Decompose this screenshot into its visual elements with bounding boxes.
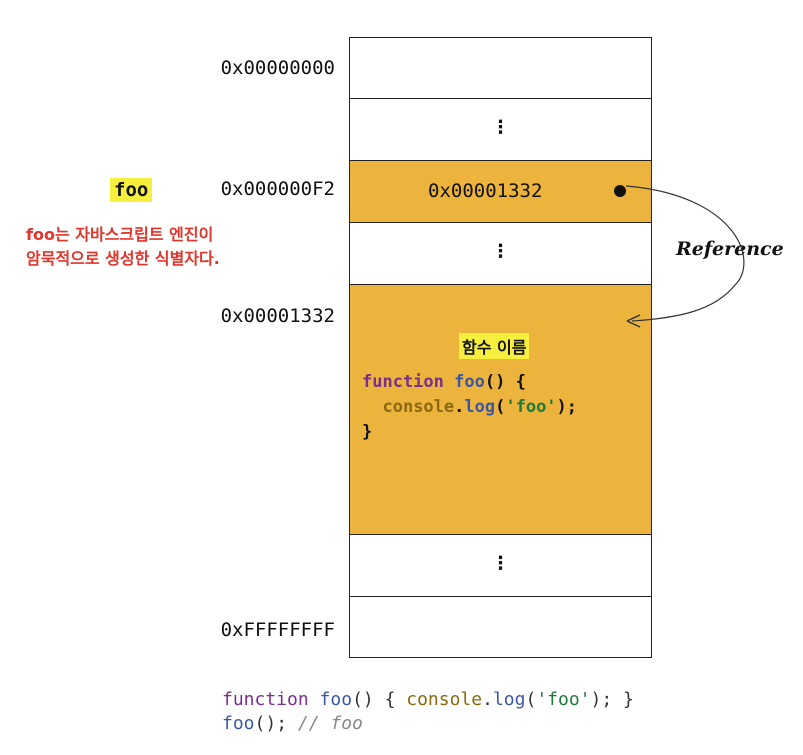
memory-cell-end <box>349 596 652 658</box>
memory-cell-function <box>349 284 652 534</box>
code-function-name: foo <box>454 372 485 392</box>
code-method: log <box>464 397 496 417</box>
code-text: . <box>482 689 493 710</box>
address-function: 0x00001332 <box>220 305 335 327</box>
code-comment: // foo <box>297 713 363 734</box>
note-line-2: 암묵적으로 생성한 식별자다. <box>26 249 220 268</box>
code-text: ); <box>556 397 578 417</box>
ellipsis-icon: ⋮ <box>491 553 510 574</box>
code-keyword: function <box>362 372 444 392</box>
code-text: (); <box>254 713 298 734</box>
memory-cell-foo: 0x00001332 <box>349 160 652 222</box>
code-text: ); } <box>590 689 634 710</box>
source-code: function foo() { console.log('foo'); } f… <box>222 688 634 736</box>
code-text: () { <box>484 372 526 392</box>
code-text: ( <box>525 689 537 710</box>
identifier-note: foo는 자바스크립트 엔진이 암묵적으로 생성한 식별자다. <box>26 223 220 271</box>
code-keyword: function <box>222 689 309 710</box>
identifier-foo-label: foo <box>110 178 153 202</box>
address-foo-variable: 0x000000F2 <box>220 178 335 200</box>
arrowhead-icon <box>626 314 641 328</box>
address-end: 0xFFFFFFFF <box>220 619 335 641</box>
code-object: console <box>406 689 483 710</box>
memory-cell-gap-3: ⋮ <box>349 534 652 596</box>
code-string: 'foo' <box>505 397 557 417</box>
function-name-tag: 함수 이름 <box>459 333 530 359</box>
code-text: ( <box>495 397 506 417</box>
code-function-call: foo <box>222 713 255 734</box>
code-text: . <box>454 397 465 417</box>
code-text: () { <box>352 689 407 710</box>
code-object: console <box>382 397 455 417</box>
reference-dot-icon <box>614 185 626 197</box>
code-method: log <box>492 689 526 710</box>
memory-cell-start <box>349 37 652 98</box>
function-code-block: function foo() { console.log('foo'); } <box>362 370 577 445</box>
reference-curve <box>625 185 745 322</box>
code-string: 'foo' <box>536 689 591 710</box>
note-line-1: foo는 자바스크립트 엔진이 <box>26 225 214 244</box>
reference-label: Reference <box>676 238 784 260</box>
memory-cell-gap-1: ⋮ <box>349 98 652 160</box>
ellipsis-icon: ⋮ <box>491 117 510 138</box>
ellipsis-icon: ⋮ <box>491 241 510 262</box>
address-start: 0x00000000 <box>220 57 335 79</box>
memory-cell-gap-2: ⋮ <box>349 222 652 284</box>
foo-value: 0x00001332 <box>428 180 543 202</box>
code-text: } <box>362 422 373 442</box>
code-function-name: foo <box>319 689 353 710</box>
